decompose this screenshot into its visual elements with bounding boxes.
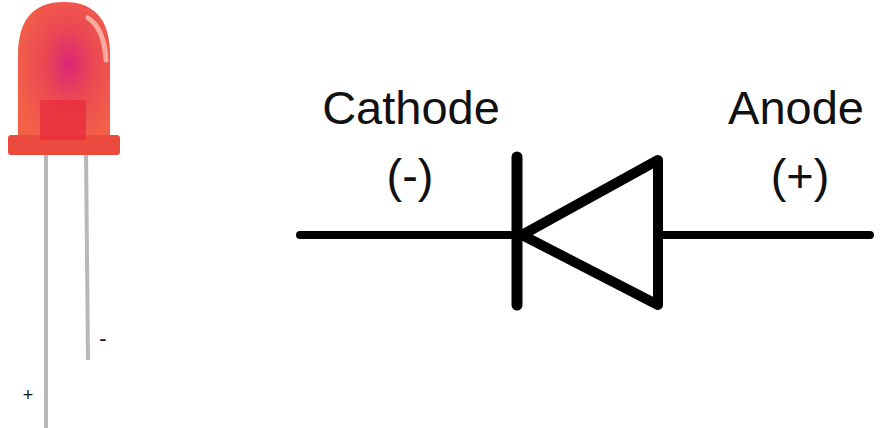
polarity-label: (-) <box>387 152 434 199</box>
anode-leg <box>44 150 48 428</box>
cathode-leg <box>86 150 88 360</box>
terminal-name: Anode <box>728 84 864 131</box>
pin-label: + <box>23 386 34 404</box>
diode-triangle <box>522 160 658 305</box>
led-dome <box>18 2 110 140</box>
anode-wire <box>658 231 870 239</box>
led-die <box>40 100 86 140</box>
pin-label: - <box>99 328 106 350</box>
led-highlight <box>88 18 106 60</box>
terminal-name: Cathode <box>322 84 500 131</box>
led-picture <box>8 2 120 428</box>
polarity-label: (+) <box>771 152 830 199</box>
cathode-wire <box>300 231 517 239</box>
